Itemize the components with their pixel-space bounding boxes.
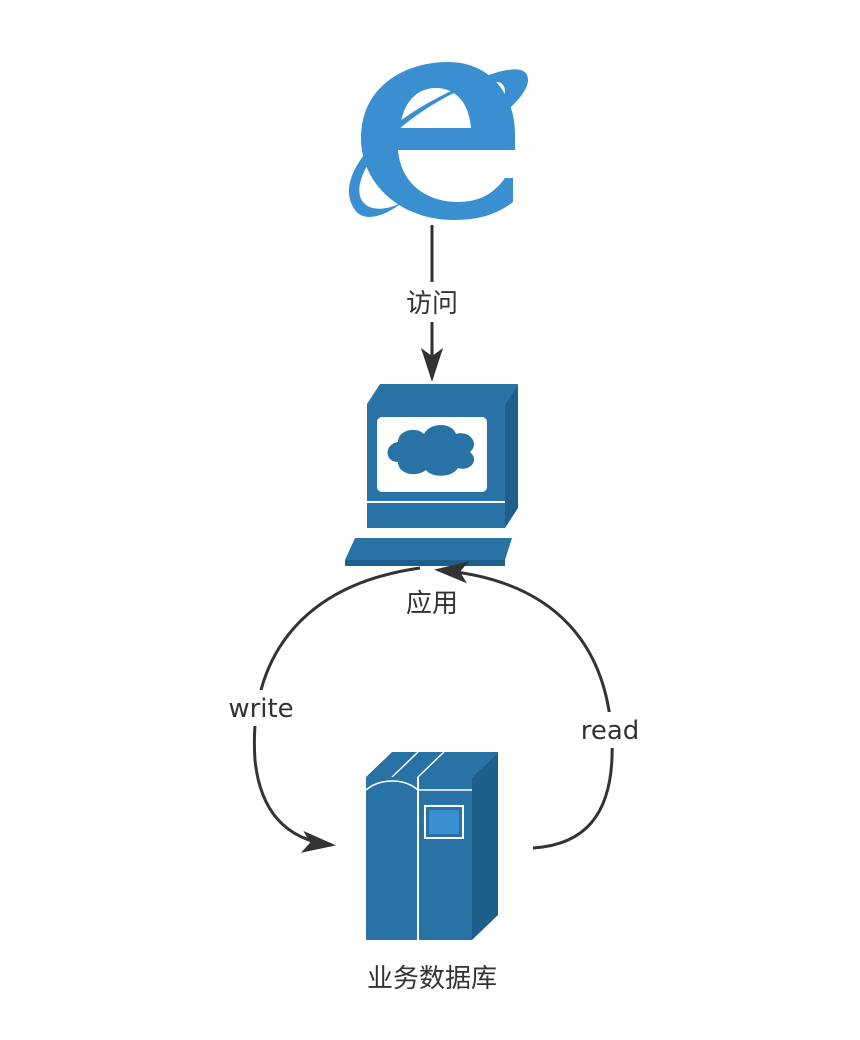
edge-visit: 访问 bbox=[398, 225, 468, 382]
edge-read-label: read bbox=[581, 716, 640, 746]
edge-write-label: write bbox=[228, 694, 293, 724]
edge-write: write bbox=[222, 566, 421, 853]
app-node-label: 应用 bbox=[406, 589, 458, 619]
database-node-label: 业务数据库 bbox=[367, 964, 497, 994]
computer-terminal-icon bbox=[345, 384, 518, 566]
edge-read: read bbox=[434, 561, 646, 850]
edge-visit-label: 访问 bbox=[406, 289, 458, 319]
internet-explorer-icon bbox=[348, 62, 528, 220]
database-server-icon bbox=[365, 751, 498, 940]
